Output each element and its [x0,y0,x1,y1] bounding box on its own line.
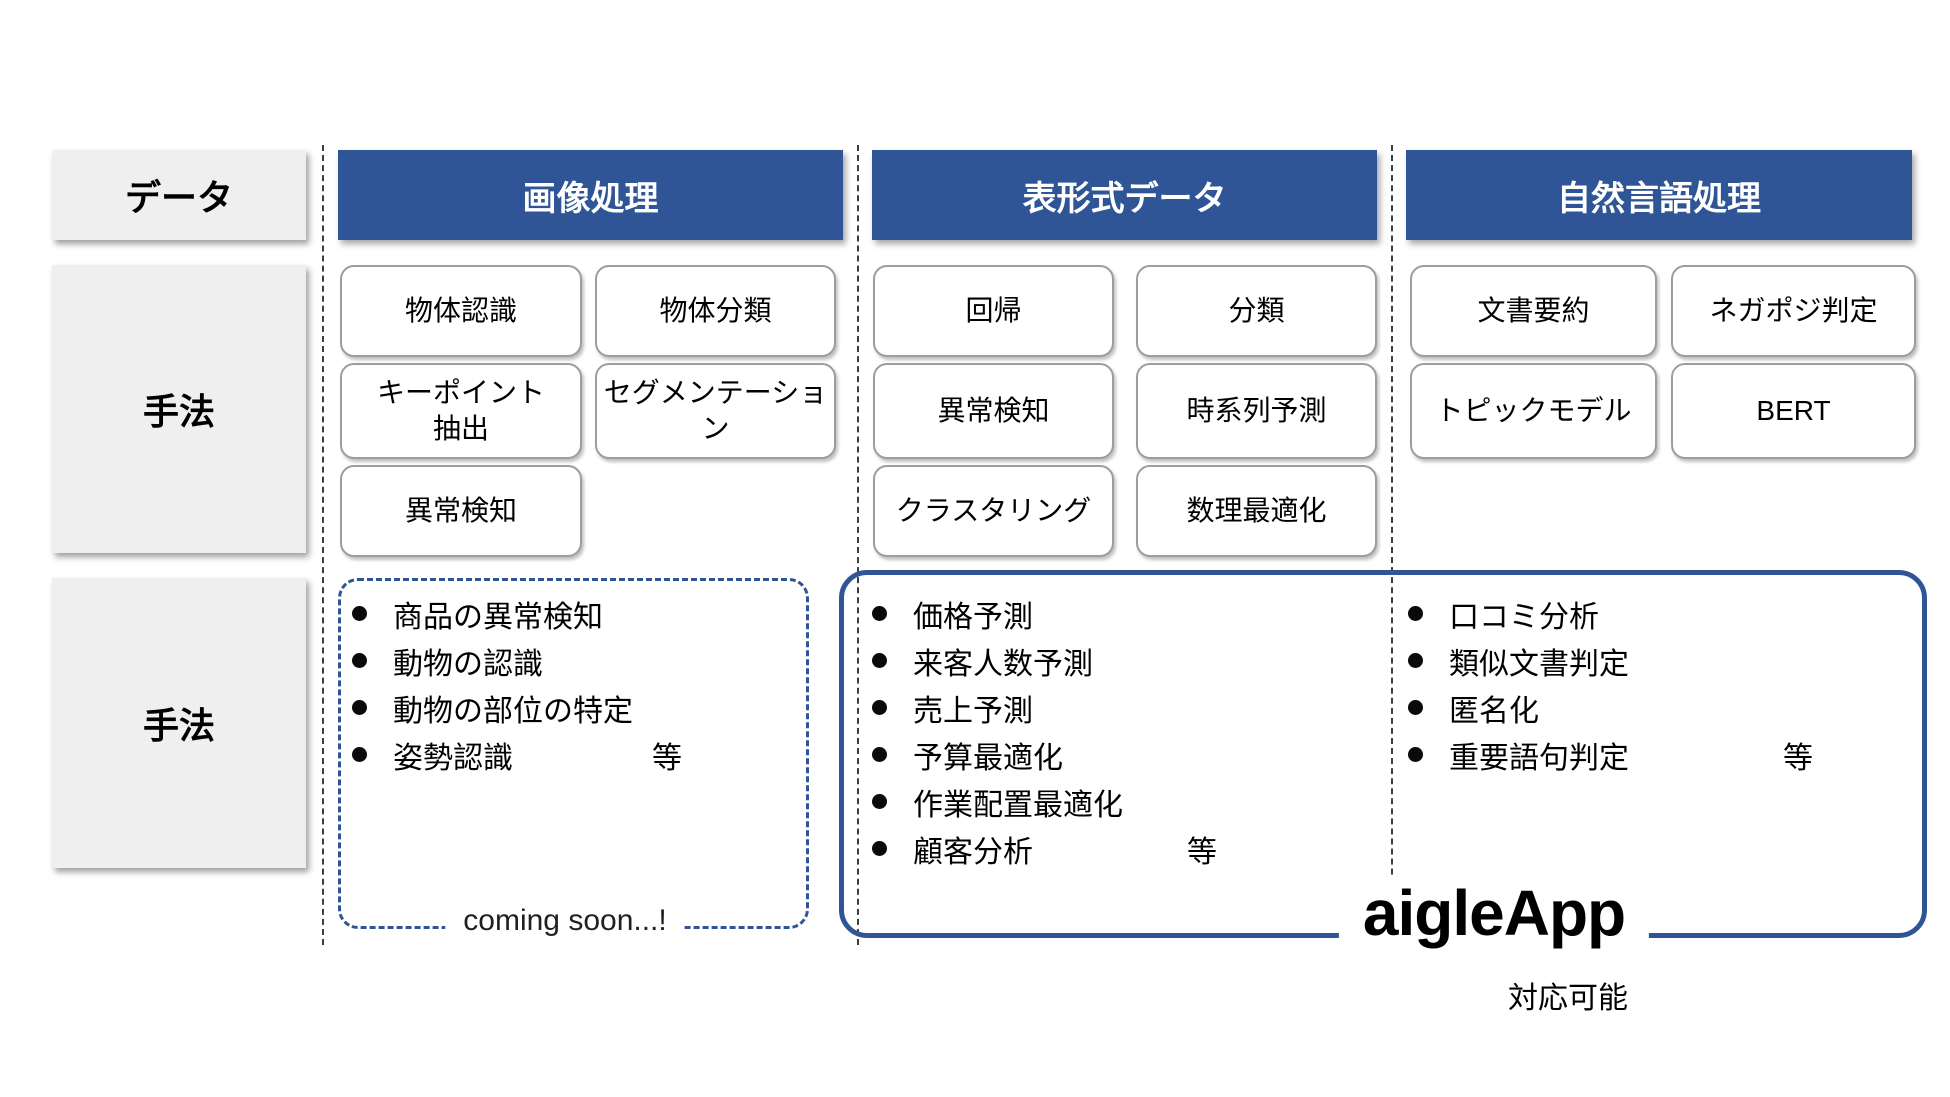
use-case-item: 類似文書判定 [1408,637,1888,684]
use-case-list-nlp: 口コミ分析 類似文書判定 匿名化 重要語句判定 等 [1408,590,1888,778]
use-case-item: 口コミ分析 [1408,590,1888,637]
use-case-item: 売上予測 [872,684,1392,731]
use-case-item: 姿勢認識 等 [352,731,772,778]
use-case-item: 匿名化 [1408,684,1888,731]
use-case-text: 姿勢認識 [393,741,513,775]
column-header-image-processing: 画像処理 [338,150,843,240]
bullet-icon [872,700,887,715]
use-case-item: 重要語句判定 等 [1408,731,1888,778]
bullet-icon [872,606,887,621]
etc-label: 等 [1187,835,1217,869]
bullet-icon [1408,606,1423,621]
use-case-text: 重要語句判定 [1449,741,1629,775]
row-label-method: 手法 [52,265,306,553]
use-case-item: 予算最適化 [872,731,1392,778]
aigleapp-label: aigleApp [1338,878,1650,948]
use-case-item: 商品の異常検知 [352,590,772,637]
bullet-icon [352,747,367,762]
row-label-data: データ [52,150,306,240]
column-header-tabular-data: 表形式データ [872,150,1377,240]
bullet-icon [872,747,887,762]
method-box-anomaly-detection-tabular: 異常検知 [873,363,1114,459]
use-case-text: 商品の異常検知 [393,600,603,634]
use-case-text: 価格予測 [913,600,1033,634]
method-box-classification: 分類 [1136,265,1377,357]
etc-label: 等 [1783,741,1813,775]
bullet-icon [1408,653,1423,668]
method-box-bert: BERT [1671,363,1916,459]
method-box-regression: 回帰 [873,265,1114,357]
use-case-text: 顧客分析 [913,835,1033,869]
row-label-examples: 手法 [52,578,306,868]
etc-label: 等 [652,741,682,775]
use-case-text: 動物の部位の特定 [393,694,633,728]
use-case-text: 売上予測 [913,694,1033,728]
use-case-item: 来客人数予測 [872,637,1392,684]
method-box-object-classification: 物体分類 [595,265,836,357]
use-case-text: 予算最適化 [913,741,1063,775]
use-case-text: 作業配置最適化 [913,788,1123,822]
method-box-document-summarization: 文書要約 [1410,265,1657,357]
row-label-examples-text: 手法 [142,705,215,746]
method-box-mathematical-optimization: 数理最適化 [1136,465,1377,557]
bullet-icon [1408,747,1423,762]
use-case-list-image: 商品の異常検知 動物の認識 動物の部位の特定 姿勢認識 等 [352,590,772,778]
bullet-icon [1408,700,1423,715]
method-box-topic-model: トピックモデル [1410,363,1657,459]
aigleapp-caption: 対応可能 [1508,982,1628,1015]
column-separator-1 [322,145,324,945]
bullet-icon [872,794,887,809]
use-case-item: 動物の認識 [352,637,772,684]
coming-soon-label: coming soon...! [445,903,685,939]
column-header-nlp: 自然言語処理 [1406,150,1912,240]
use-case-item: 作業配置最適化 [872,778,1392,825]
use-case-text: 類似文書判定 [1449,647,1629,681]
use-case-item: 価格予測 [872,590,1392,637]
use-case-text: 口コミ分析 [1449,600,1599,634]
use-case-text: 来客人数予測 [913,647,1093,681]
method-box-segmentation: セグメンテーショ ン [595,363,836,459]
use-case-text: 動物の認識 [393,647,543,681]
bullet-icon [352,700,367,715]
bullet-icon [352,653,367,668]
use-case-item: 動物の部位の特定 [352,684,772,731]
column-separator-2 [857,145,859,945]
method-box-object-recognition: 物体認識 [340,265,582,357]
bullet-icon [872,841,887,856]
use-case-item: 顧客分析 等 [872,825,1392,872]
bullet-icon [872,653,887,668]
use-case-list-tabular: 価格予測 来客人数予測 売上予測 予算最適化 作業配置最適化 顧客分析 等 [872,590,1392,872]
column-separator-3 [1391,145,1393,945]
method-box-clustering: クラスタリング [873,465,1114,557]
row-label-method-text: 手法 [142,391,215,432]
method-box-negaposi-judgement: ネガポジ判定 [1671,265,1916,357]
use-case-text: 匿名化 [1449,694,1539,728]
method-box-time-series-forecasting: 時系列予測 [1136,363,1377,459]
row-label-data-text: データ [124,177,233,218]
bullet-icon [352,606,367,621]
method-box-keypoint-extraction: キーポイント 抽出 [340,363,582,459]
method-box-anomaly-detection-image: 異常検知 [340,465,582,557]
